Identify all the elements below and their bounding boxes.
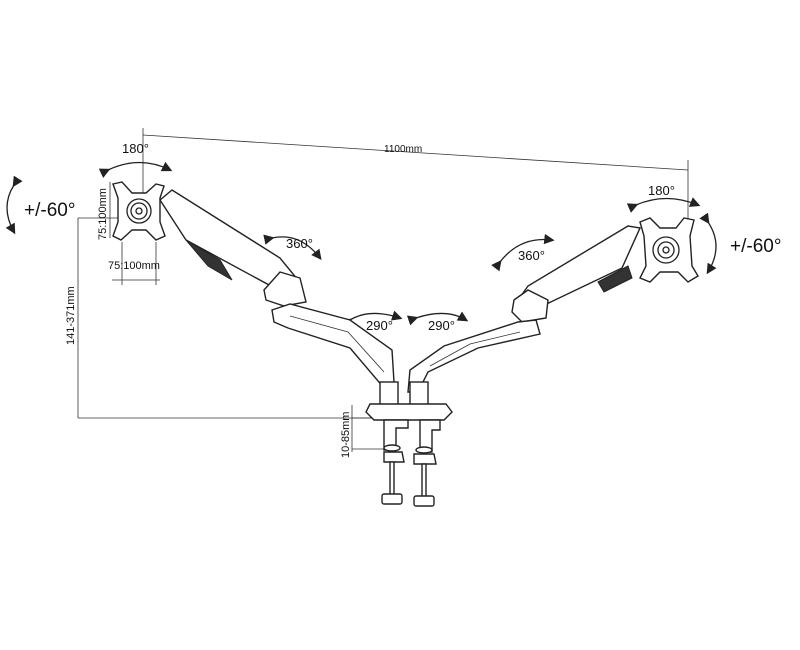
left-vesa-vertical-label: 75:100mm xyxy=(97,188,109,240)
left-swivel-indicator: 360° xyxy=(263,234,322,261)
right-swivel-label: 360° xyxy=(518,248,545,263)
left-rotate-indicator: 180° xyxy=(98,141,173,179)
right-arm-swivel-indicator: 290° xyxy=(406,311,469,333)
right-rotate-label: 180° xyxy=(648,183,675,198)
right-swivel-indicator: 360° xyxy=(491,233,555,272)
right-rotate-indicator: 180° xyxy=(626,183,701,213)
height-dimension: 141-371mm xyxy=(65,217,372,419)
span-dimension: 1100mm xyxy=(142,128,689,225)
right-vesa-plate xyxy=(639,217,699,283)
left-arm-swivel-label: 290° xyxy=(366,318,393,333)
left-vesa-plate: 75:100mm 75:100mm xyxy=(97,181,166,285)
left-arm xyxy=(159,189,395,389)
left-arm-swivel-indicator: 290° xyxy=(340,310,403,333)
clamp-dimension: 10-85mm xyxy=(340,405,395,458)
left-rotate-label: 180° xyxy=(122,141,149,156)
right-arm-swivel-label: 290° xyxy=(428,318,455,333)
clamp-label: 10-85mm xyxy=(340,412,352,458)
desk-clamp xyxy=(365,381,453,507)
right-tilt-label: +/-60° xyxy=(730,236,781,257)
right-arm xyxy=(407,225,642,393)
left-swivel-label: 360° xyxy=(286,236,313,251)
height-label: 141-371mm xyxy=(65,286,77,345)
left-vesa-horizontal-label: 75:100mm xyxy=(108,260,160,272)
left-tilt-indicator: +/-60° xyxy=(5,175,75,235)
left-tilt-label: +/-60° xyxy=(24,200,75,221)
span-label: 1100mm xyxy=(384,144,422,155)
right-tilt-indicator: +/-60° xyxy=(699,212,781,275)
